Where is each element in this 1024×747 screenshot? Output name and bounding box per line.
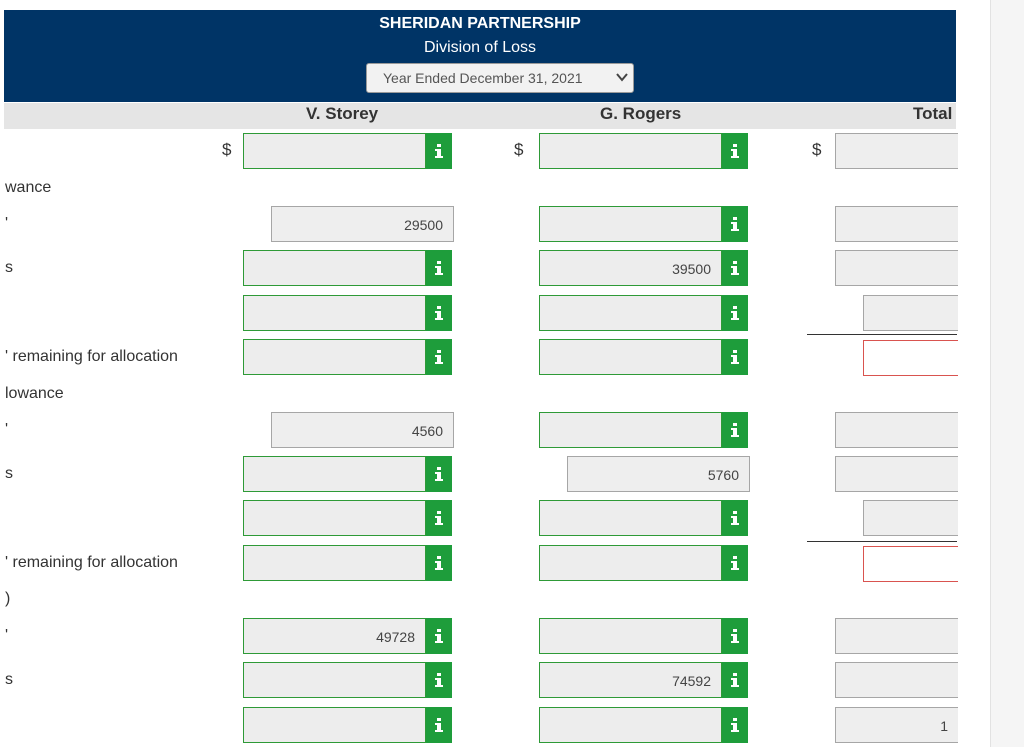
rogers-salary-value: 39500 [672,261,711,277]
statement-name: Division of Loss [423,39,537,56]
gutter-white [958,0,990,747]
row-label-remaining-storey: ' [5,627,9,644]
period-select-value: Year Ended December 31, 2021 [383,70,583,86]
row-label-salary-rogers: s [5,259,13,276]
column-header-storey: V. Storey [306,104,379,123]
total-underline [807,541,957,542]
info-icon[interactable] [722,412,748,448]
info-icon[interactable] [426,662,452,698]
info-icon[interactable] [426,250,452,286]
right-gutter [958,0,1024,747]
total-input-row7[interactable] [835,456,965,492]
row-label-remaining-deficiency: ) [5,590,11,607]
info-icon[interactable] [426,295,452,331]
rogers-input-row10[interactable] [539,618,722,654]
storey-input-remaining-1[interactable] [243,339,426,375]
total-input-row11[interactable] [835,662,965,698]
storey-input-net-loss[interactable] [243,133,426,169]
info-icon[interactable] [426,500,452,536]
total-underline [807,334,957,335]
total-input-remaining-1[interactable] [863,340,973,376]
info-icon[interactable] [722,250,748,286]
info-icon[interactable] [426,618,452,654]
column-header-bar [4,103,956,129]
storey-input-remaining-2[interactable] [243,545,426,581]
total-input-row6[interactable] [835,412,965,448]
info-icon[interactable] [426,707,452,743]
total-row12-value: 1 [940,718,948,734]
info-icon[interactable] [722,295,748,331]
row-label-interest-rogers: s [5,465,13,482]
rogers-input-row4[interactable] [539,295,722,331]
total-input-remaining-2[interactable] [863,546,973,582]
rogers-interest-input[interactable]: 5760 [567,456,750,492]
total-input-row3[interactable] [835,250,965,286]
row-label-remaining-1: ' remaining for allocation [5,348,178,365]
total-input-row8[interactable] [863,500,973,536]
rogers-remaining-input[interactable]: 74592 [539,662,722,698]
storey-input-row8[interactable] [243,500,426,536]
rogers-interest-value: 5760 [707,467,739,483]
info-icon[interactable] [722,339,748,375]
row-label-salary-allowance: wance [5,179,52,196]
currency-symbol: $ [812,140,822,159]
rogers-input-row8[interactable] [539,500,722,536]
storey-remaining-input[interactable]: 49728 [243,618,426,654]
info-icon[interactable] [722,662,748,698]
scroll-panel [990,0,1024,747]
row-label-interest-allowance: lowance [5,385,64,402]
rogers-input-row2[interactable] [539,206,722,242]
total-input-row2[interactable] [835,206,965,242]
storey-remaining-value: 49728 [376,629,415,645]
storey-salary-value: 29500 [404,217,443,233]
storey-input-row7[interactable] [243,456,426,492]
rogers-input-row6[interactable] [539,412,722,448]
company-name: SHERIDAN PARTNERSHIP [379,15,581,32]
row-label-interest-storey: ' [5,421,9,438]
info-icon[interactable] [722,206,748,242]
storey-salary-input[interactable]: 29500 [271,206,454,242]
period-select[interactable]: Year Ended December 31, 2021 [366,63,634,93]
column-header-total: Total [913,104,953,123]
rogers-input-remaining-1[interactable] [539,339,722,375]
storey-interest-value: 4560 [411,423,443,439]
total-input-net-loss[interactable] [835,133,965,169]
rogers-salary-input[interactable]: 39500 [539,250,722,286]
info-icon[interactable] [722,500,748,536]
rogers-remaining-value: 74592 [672,673,711,689]
info-icon[interactable] [722,545,748,581]
row-label-remaining-2: ' remaining for allocation [5,554,178,571]
rogers-input-net-loss[interactable] [539,133,722,169]
row-label-salary-storey: ' [5,215,9,232]
chevron-down-icon [616,73,628,82]
rogers-input-row12[interactable] [539,707,722,743]
statement-header: SHERIDAN PARTNERSHIP Division of Loss Ye… [4,10,956,102]
info-icon[interactable] [426,339,452,375]
info-icon[interactable] [426,456,452,492]
storey-interest-input[interactable]: 4560 [271,412,454,448]
rogers-input-remaining-2[interactable] [539,545,722,581]
total-input-row10[interactable] [835,618,965,654]
storey-input-row3[interactable] [243,250,426,286]
info-icon[interactable] [722,133,748,169]
currency-symbol: $ [222,140,232,159]
info-icon[interactable] [722,618,748,654]
info-icon[interactable] [722,707,748,743]
info-icon[interactable] [426,133,452,169]
total-input-row12[interactable]: 1 [835,707,965,743]
storey-input-row11[interactable] [243,662,426,698]
storey-input-row4[interactable] [243,295,426,331]
column-header-rogers: G. Rogers [600,104,682,123]
info-icon[interactable] [426,545,452,581]
row-label-remaining-rogers: s [5,671,13,688]
currency-symbol: $ [514,140,524,159]
total-input-row4[interactable] [863,295,973,331]
storey-input-row12[interactable] [243,707,426,743]
